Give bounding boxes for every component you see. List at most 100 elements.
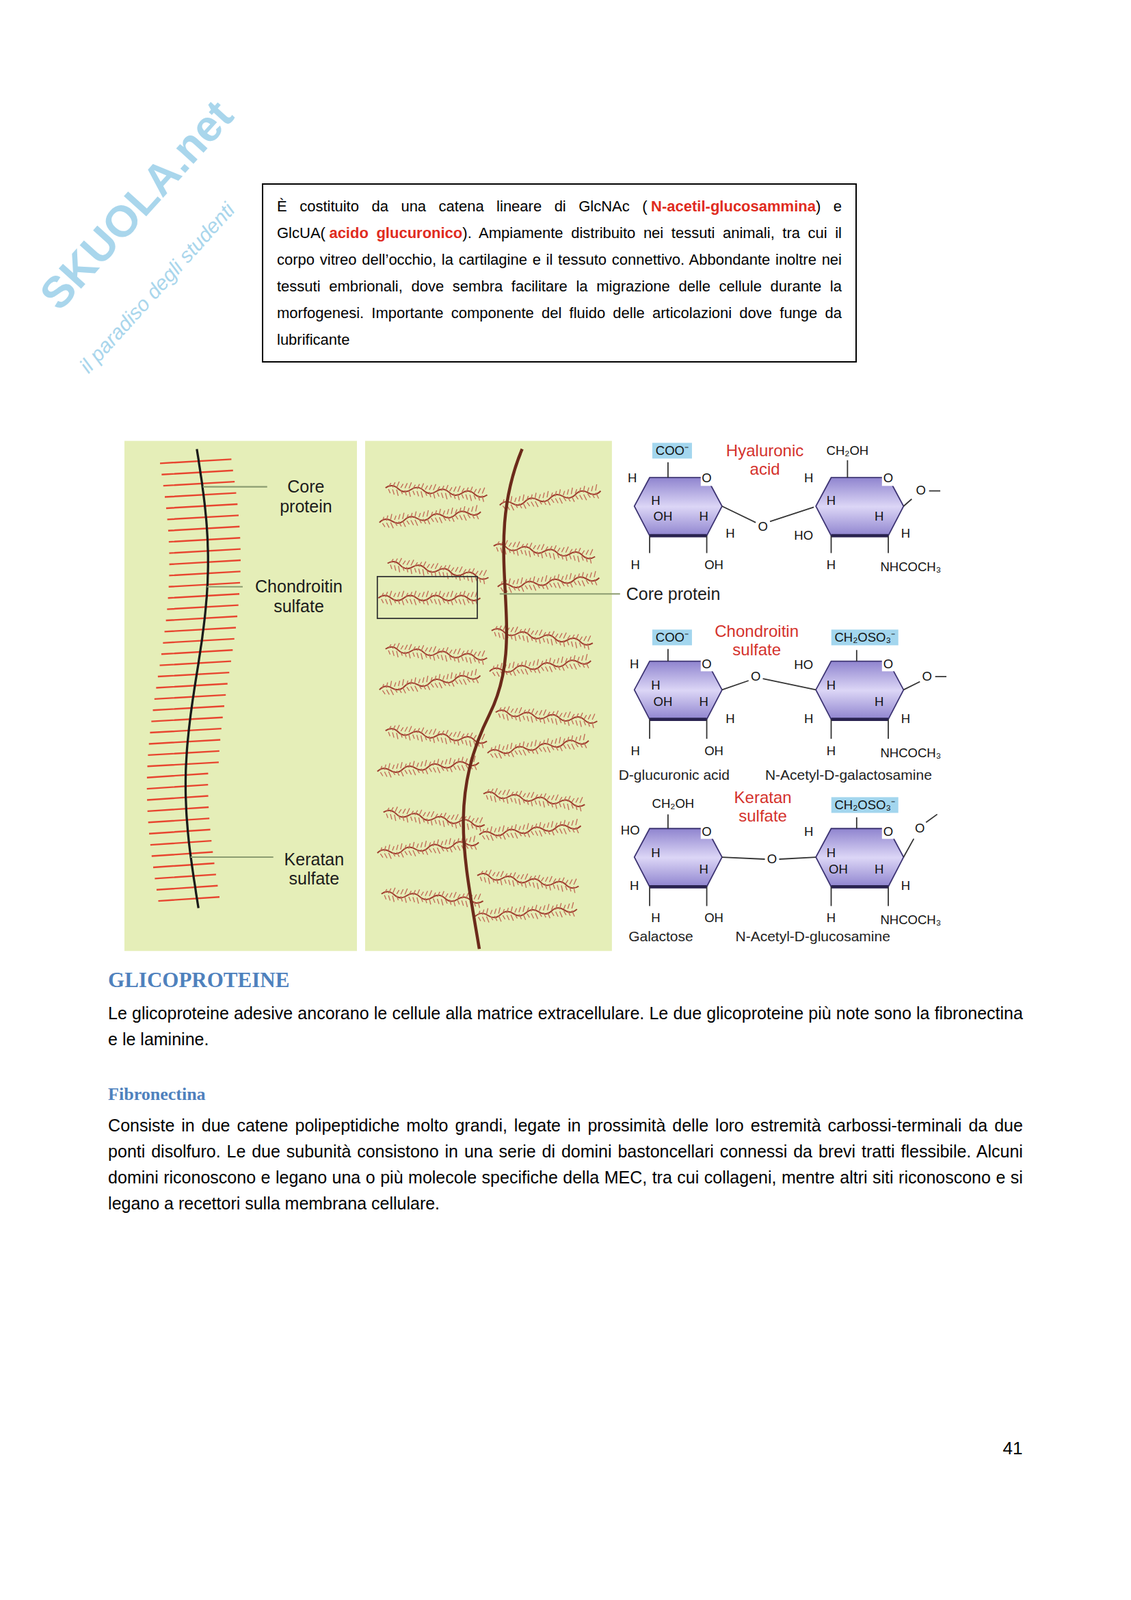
chain [384, 641, 488, 665]
atom-label: H [874, 508, 884, 524]
atom-label: NHCOCH₃ [880, 912, 941, 928]
chain [478, 818, 582, 842]
box-text: ). Ampiamente distribuito nei tessuti an… [276, 224, 842, 349]
atom-label: H [901, 877, 911, 893]
atom-label: CH₂OH [826, 443, 870, 459]
group-formula: CH₂OSO₃⁻ [834, 630, 896, 645]
group-formula: COO⁻ [655, 630, 689, 645]
atom-label: H [804, 471, 814, 486]
chain [482, 786, 587, 811]
atom-label: H [826, 493, 836, 509]
watermark: SKUOLA.net [30, 90, 244, 320]
sugar-rings [634, 477, 904, 887]
chain [382, 804, 487, 832]
chain [497, 570, 600, 594]
atom-label: H [725, 525, 735, 541]
atom-label: O [750, 668, 761, 684]
group-formula: COO⁻ [655, 443, 689, 459]
atom-label: H [630, 743, 640, 758]
atom-label: H [874, 861, 884, 876]
atom-label: O [700, 471, 713, 486]
molecule-name: Chondroitin sulfate [702, 621, 811, 660]
core-protein-line [185, 448, 208, 908]
atom-label: H [826, 678, 836, 693]
atom-label: H [629, 877, 639, 893]
chain [384, 723, 489, 749]
chain [474, 901, 578, 924]
atom-label: O [922, 668, 933, 684]
figure-label: Keratan sulfate [275, 849, 353, 889]
atom-label: H [698, 694, 708, 709]
atom-label: O [882, 823, 895, 839]
leader-lines [190, 486, 621, 857]
atom-label: H [826, 743, 836, 758]
atom-label: H [874, 694, 884, 709]
atom-label: OH [828, 861, 848, 876]
figure-label: Core protein [270, 477, 342, 517]
atom-label: O [700, 656, 713, 671]
zoom-box [377, 576, 478, 619]
chain [493, 538, 597, 564]
molecule-name: Keratan sulfate [726, 787, 798, 826]
sugar-ring [634, 477, 723, 536]
group-formula: CH₂OSO₃⁻ [834, 797, 896, 812]
atom-label: H [826, 845, 836, 860]
atom-label: O [757, 519, 768, 534]
chain [384, 480, 488, 502]
atom-label: H [826, 557, 836, 573]
subsection-heading: Fibronectina [108, 1083, 206, 1105]
atom-label: O [882, 656, 895, 671]
atom-label: HO [793, 657, 814, 673]
group-tag: COO⁻ [652, 629, 693, 646]
page-number: 41 [1003, 1438, 1023, 1459]
atom-label: H [698, 508, 708, 524]
atom-label: CH₂OH [652, 796, 695, 811]
atom-label: O [914, 820, 925, 835]
chain [476, 867, 580, 893]
chain [386, 555, 490, 584]
sugar-name: Galactose [628, 927, 694, 945]
chain [376, 754, 480, 779]
sugar-name: N-Acetyl-D-glucosamine [735, 927, 890, 945]
figure-label: Chondroitin sulfate [242, 577, 355, 617]
atom-label: OH [704, 910, 724, 926]
atom-label: H [804, 711, 814, 727]
highlight-term: N-acetil-glucosammina [650, 197, 816, 215]
figure-label: Core protein [626, 583, 721, 604]
atom-label: H [698, 861, 708, 876]
group-tag: CH₂OSO₃⁻ [830, 629, 899, 646]
atom-label: H [901, 525, 911, 541]
chain [378, 590, 481, 606]
sugar-name: D-glucuronic acid [618, 766, 730, 783]
sugar-name: N-Acetyl-D-galactosamine [765, 766, 933, 783]
chain [495, 704, 598, 729]
atom-label: H [650, 910, 660, 926]
chemical-bonds [649, 460, 947, 907]
atom-label: HO [620, 822, 641, 837]
molecule-name: Hyaluronic acid [713, 441, 816, 479]
atom-label: H [629, 656, 639, 671]
chain [498, 483, 602, 512]
atom-label: H [650, 678, 660, 693]
core-protein-line [463, 448, 523, 949]
atom-label: O [916, 483, 926, 498]
body-paragraph: Consiste in due catene polipeptidiche mo… [108, 1111, 1023, 1216]
atom-label: OH [704, 743, 724, 758]
atom-label: H [725, 711, 735, 727]
atom-label: OH [704, 557, 724, 573]
text-box: È costituito da una catena lineare di Gl… [261, 183, 857, 363]
atom-label: O [767, 851, 777, 866]
chain [378, 504, 483, 530]
atom-label: NHCOCH₃ [880, 560, 941, 575]
atom-label: H [804, 823, 814, 839]
atom-label: HO [793, 527, 814, 543]
atom-label: H [650, 845, 660, 860]
atom-label: H [627, 471, 637, 486]
chain [378, 668, 482, 697]
atom-label: O [882, 471, 895, 486]
body-paragraph: Le glicoproteine adesive ancorano le cel… [108, 999, 1023, 1052]
atom-label: H [630, 557, 640, 573]
gag-chains [147, 458, 241, 901]
group-tag: COO⁻ [652, 443, 693, 459]
